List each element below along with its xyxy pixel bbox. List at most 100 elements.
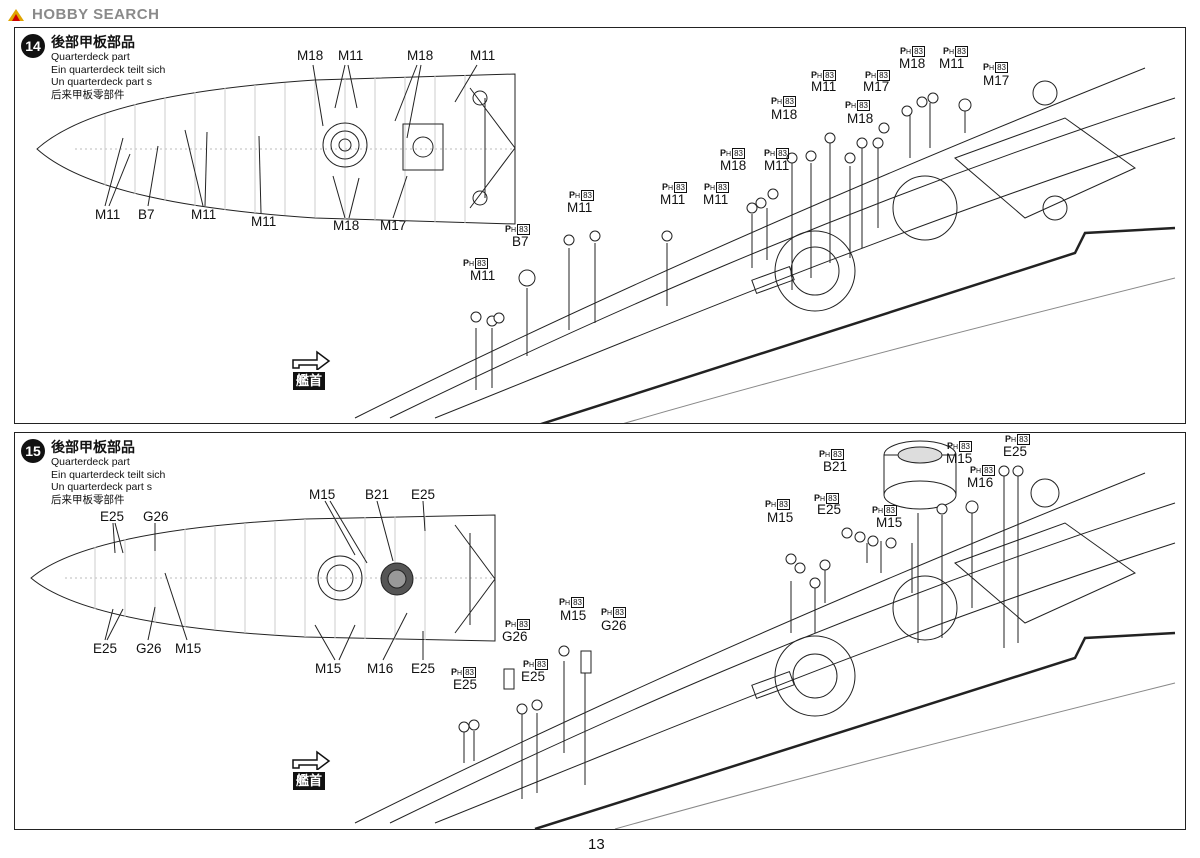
part-label: E25 (93, 641, 118, 656)
part-label: M17 (863, 79, 890, 94)
step-number: 15 (21, 439, 45, 463)
part-pegs (470, 92, 972, 327)
title-fr: Un quarterdeck part s (51, 481, 152, 493)
watermark-text: HOBBY SEARCH (32, 6, 160, 23)
title-en: Quarterdeck part (51, 51, 130, 63)
title-ja: 後部甲板部品 (51, 439, 135, 455)
part-label: M11 (660, 192, 686, 207)
page-number: 13 (588, 836, 605, 853)
deck-plan-view (36, 73, 516, 225)
plan-leader-lines (104, 500, 426, 661)
bow-label: 艦首 (293, 772, 325, 790)
part-label: M15 (946, 451, 973, 466)
part-label: M16 (367, 661, 394, 676)
part-label: M18 (899, 56, 926, 71)
bow-direction-indicator: 艦首 (285, 748, 333, 800)
part-label: M15 (767, 510, 794, 525)
bow-label: 艦首 (293, 372, 325, 390)
part-label: M17 (983, 73, 1010, 88)
part-label: B21 (823, 459, 848, 474)
part-label: G26 (136, 641, 162, 656)
part-label: M11 (470, 268, 496, 283)
part-label: M15 (315, 661, 342, 676)
part-label: M11 (95, 207, 121, 222)
part-label: M11 (939, 56, 965, 71)
deck-plan-view (30, 514, 496, 642)
part-label: M11 (764, 158, 790, 173)
part-label: E25 (521, 669, 546, 684)
part-label: G26 (601, 618, 627, 633)
part-label: M15 (309, 487, 336, 502)
part-label: M11 (811, 79, 837, 94)
part-label: B7 (512, 234, 529, 249)
part-label: B7 (138, 207, 155, 222)
part-label: M11 (338, 48, 364, 63)
part-label: E25 (1003, 444, 1028, 459)
part-label: M11 (703, 192, 729, 207)
part-label: M15 (560, 608, 587, 623)
step-14-panel: 14 後部甲板部品 Quarterdeck part Ein quarterde… (14, 27, 1186, 424)
bow-arrow-icon (292, 350, 331, 370)
part-label: M18 (847, 111, 874, 126)
title-de: Ein quarterdeck teilt sich (51, 468, 166, 481)
step-15-drawing (30, 440, 1176, 829)
part-label: E25 (453, 677, 478, 692)
part-label: G26 (143, 509, 169, 524)
b21-part (883, 440, 957, 510)
bow-direction-indicator: 艦首 (285, 348, 333, 400)
part-label: M16 (967, 475, 994, 490)
part-label: M11 (251, 214, 277, 229)
part-label: E25 (411, 487, 436, 502)
part-label: B21 (365, 487, 390, 502)
title-zh: 后来甲板零部件 (51, 493, 125, 506)
part-label: M18 (407, 48, 434, 63)
part-label: E25 (817, 502, 842, 517)
step-number: 14 (21, 34, 45, 58)
title-ja: 後部甲板部品 (51, 34, 135, 50)
part-pegs (458, 465, 1024, 733)
assembly-arrows (475, 103, 966, 390)
hull-perspective-view (354, 67, 1176, 423)
part-label: M15 (876, 515, 903, 530)
title-de: Ein quarterdeck teilt sich (51, 63, 166, 76)
title-fr: Un quarterdeck part s (51, 76, 152, 88)
part-label: M18 (771, 107, 798, 122)
title-en: Quarterdeck part (51, 456, 130, 468)
part-label: M17 (380, 218, 407, 233)
part-label: E25 (100, 509, 125, 524)
step-15-panel: 15 後部甲板部品 Quarterdeck part Ein quarterde… (14, 432, 1186, 830)
part-label: M11 (191, 207, 217, 222)
part-label: M11 (567, 200, 593, 215)
part-label: M15 (175, 641, 202, 656)
bow-arrow-icon (292, 750, 331, 770)
hobby-search-logo-icon (8, 8, 24, 21)
watermark: HOBBY SEARCH (6, 6, 159, 23)
part-label: M18 (333, 218, 360, 233)
assembly-arrows (463, 475, 1019, 799)
